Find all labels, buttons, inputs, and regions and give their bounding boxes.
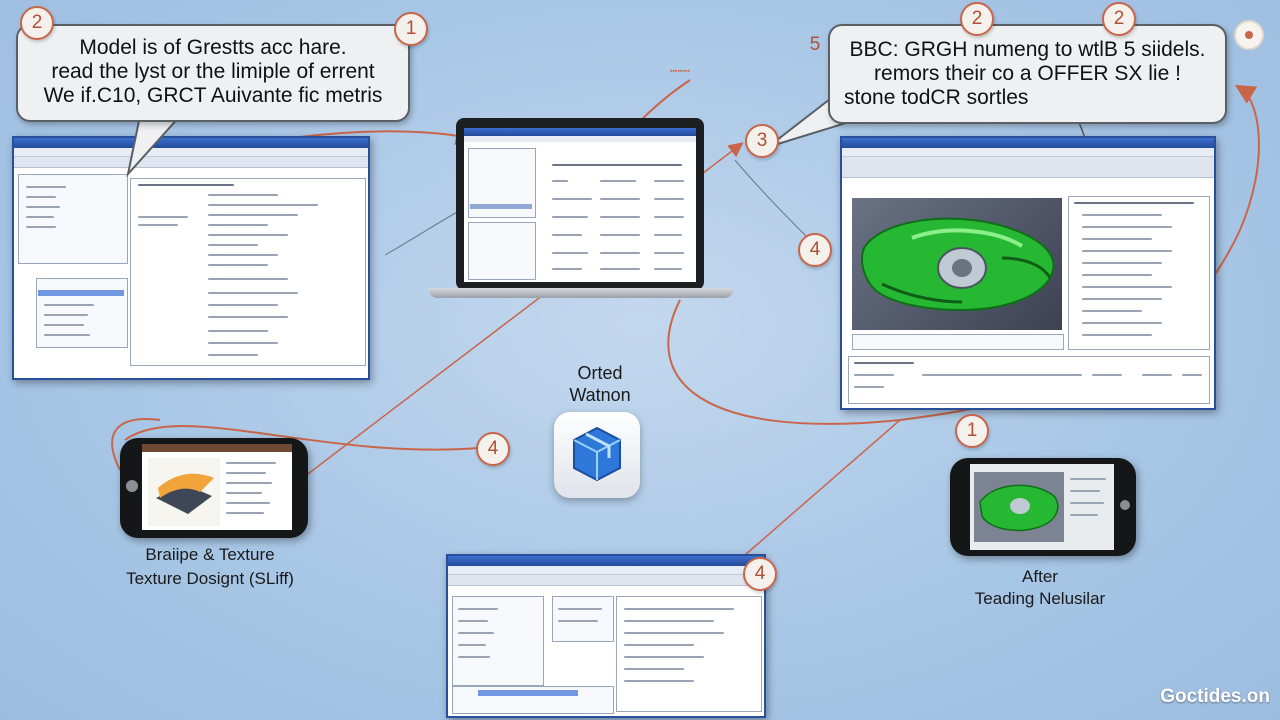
connector-right-to-bottom	[744, 419, 901, 556]
left-phone-screen[interactable]	[142, 444, 292, 530]
bottom-window-menubar[interactable]	[448, 566, 764, 575]
laptop-screen	[456, 118, 704, 290]
bottom-window-titlebar[interactable]	[448, 556, 764, 566]
step-badge-1: 2	[20, 6, 54, 40]
callout-right-line1: BBC: GRGH numeng to wtlB 5 siidels.	[849, 38, 1206, 61]
laptop-tiny-label: ▪▪▪▪▪▪▪▪	[670, 68, 690, 75]
bottom-window-main-panel[interactable]	[616, 596, 762, 712]
app-cube-icon[interactable]	[554, 412, 640, 498]
center-title: Orted	[577, 363, 623, 383]
step-badge-2: 1	[394, 12, 428, 46]
step-badge-4: 2	[1102, 2, 1136, 36]
right-phone-caption-1: After	[1022, 567, 1058, 586]
bottom-window-selected-row[interactable]	[478, 690, 578, 696]
callout-left: Model is of Grestts acc hare. read the l…	[16, 24, 410, 122]
laptop-selected-row[interactable]	[470, 204, 532, 209]
callout-left-line1: Model is of Grestts acc hare.	[79, 36, 347, 59]
left-window-tree-panel[interactable]	[18, 174, 128, 264]
left-window-titlebar[interactable]	[14, 138, 368, 148]
right-phone-caption-2: Teading Nelusilar	[974, 589, 1106, 608]
gear-icon	[1234, 20, 1264, 50]
left-window-list-panel[interactable]	[36, 278, 128, 348]
step-badge-8: 4	[476, 432, 510, 466]
callout-left-tail	[126, 115, 183, 178]
left-phone-home-button[interactable]	[126, 480, 138, 492]
connector-phone-loop	[111, 418, 161, 471]
right-app-window[interactable]	[840, 136, 1216, 410]
left-phone-caption-2: Texture Dosignt (SLiff)	[126, 569, 294, 588]
left-window-main-panel[interactable]	[130, 178, 366, 366]
callout-left-line3: We if.C10, GRCT Auivante fic metris	[43, 84, 383, 107]
watermark: Goctides.on	[1160, 686, 1270, 707]
left-window-menubar[interactable]	[14, 148, 368, 157]
left-window-selected-row[interactable]	[38, 290, 124, 296]
right-window-viewport-controls[interactable]	[852, 334, 1064, 350]
laptop-window-left-panel-2[interactable]	[468, 222, 536, 280]
bottom-window-toolbar[interactable]	[448, 575, 764, 586]
step-badge-7: 4	[798, 233, 832, 267]
step-badge-9: 1	[955, 414, 989, 448]
step-badge-10: 4	[743, 557, 777, 591]
green-model-thumbnail	[979, 484, 1059, 532]
callout-right: BBC: GRGH numeng to wtlB 5 siidels. remo…	[828, 24, 1227, 124]
right-phone-screen[interactable]	[970, 464, 1114, 550]
texture-object-icon	[156, 473, 214, 514]
right-phone-home-button[interactable]	[1120, 500, 1130, 510]
right-window-menubar[interactable]	[842, 148, 1214, 157]
right-phone	[950, 458, 1136, 556]
right-window-titlebar[interactable]	[842, 138, 1214, 148]
viewport-3d[interactable]	[852, 198, 1062, 330]
center-subtitle: Watnon	[569, 385, 631, 405]
step-badge-3: 2	[960, 2, 994, 36]
green-3d-model	[861, 217, 1055, 312]
right-window-properties-panel[interactable]	[1068, 196, 1210, 350]
left-phone	[120, 438, 308, 538]
callout-left-line2: read the lyst or the limiple of errent	[51, 60, 375, 83]
connector-grey-right	[734, 159, 809, 239]
right-window-toolbar[interactable]	[842, 157, 1214, 178]
laptop-base	[428, 288, 734, 298]
callout-right-line2: remors their co a OFFER SX lie !	[874, 62, 1181, 85]
left-app-window[interactable]	[12, 136, 370, 380]
right-window-bottom-panel[interactable]	[848, 356, 1210, 404]
left-phone-caption-1: Braiipe & Texture	[145, 545, 275, 564]
step-badge-5: 5	[809, 34, 821, 55]
bottom-window-mid-panel[interactable]	[552, 596, 614, 642]
step-badge-6: 3	[745, 124, 779, 158]
callout-right-line3: stone todCR sortles	[844, 86, 1029, 109]
bottom-app-window[interactable]	[446, 554, 766, 718]
bottom-window-tree-panel[interactable]	[452, 596, 544, 686]
left-window-toolbar[interactable]	[14, 157, 368, 168]
connector-phone-to-badge	[124, 425, 479, 451]
laptop-window[interactable]	[464, 128, 696, 282]
